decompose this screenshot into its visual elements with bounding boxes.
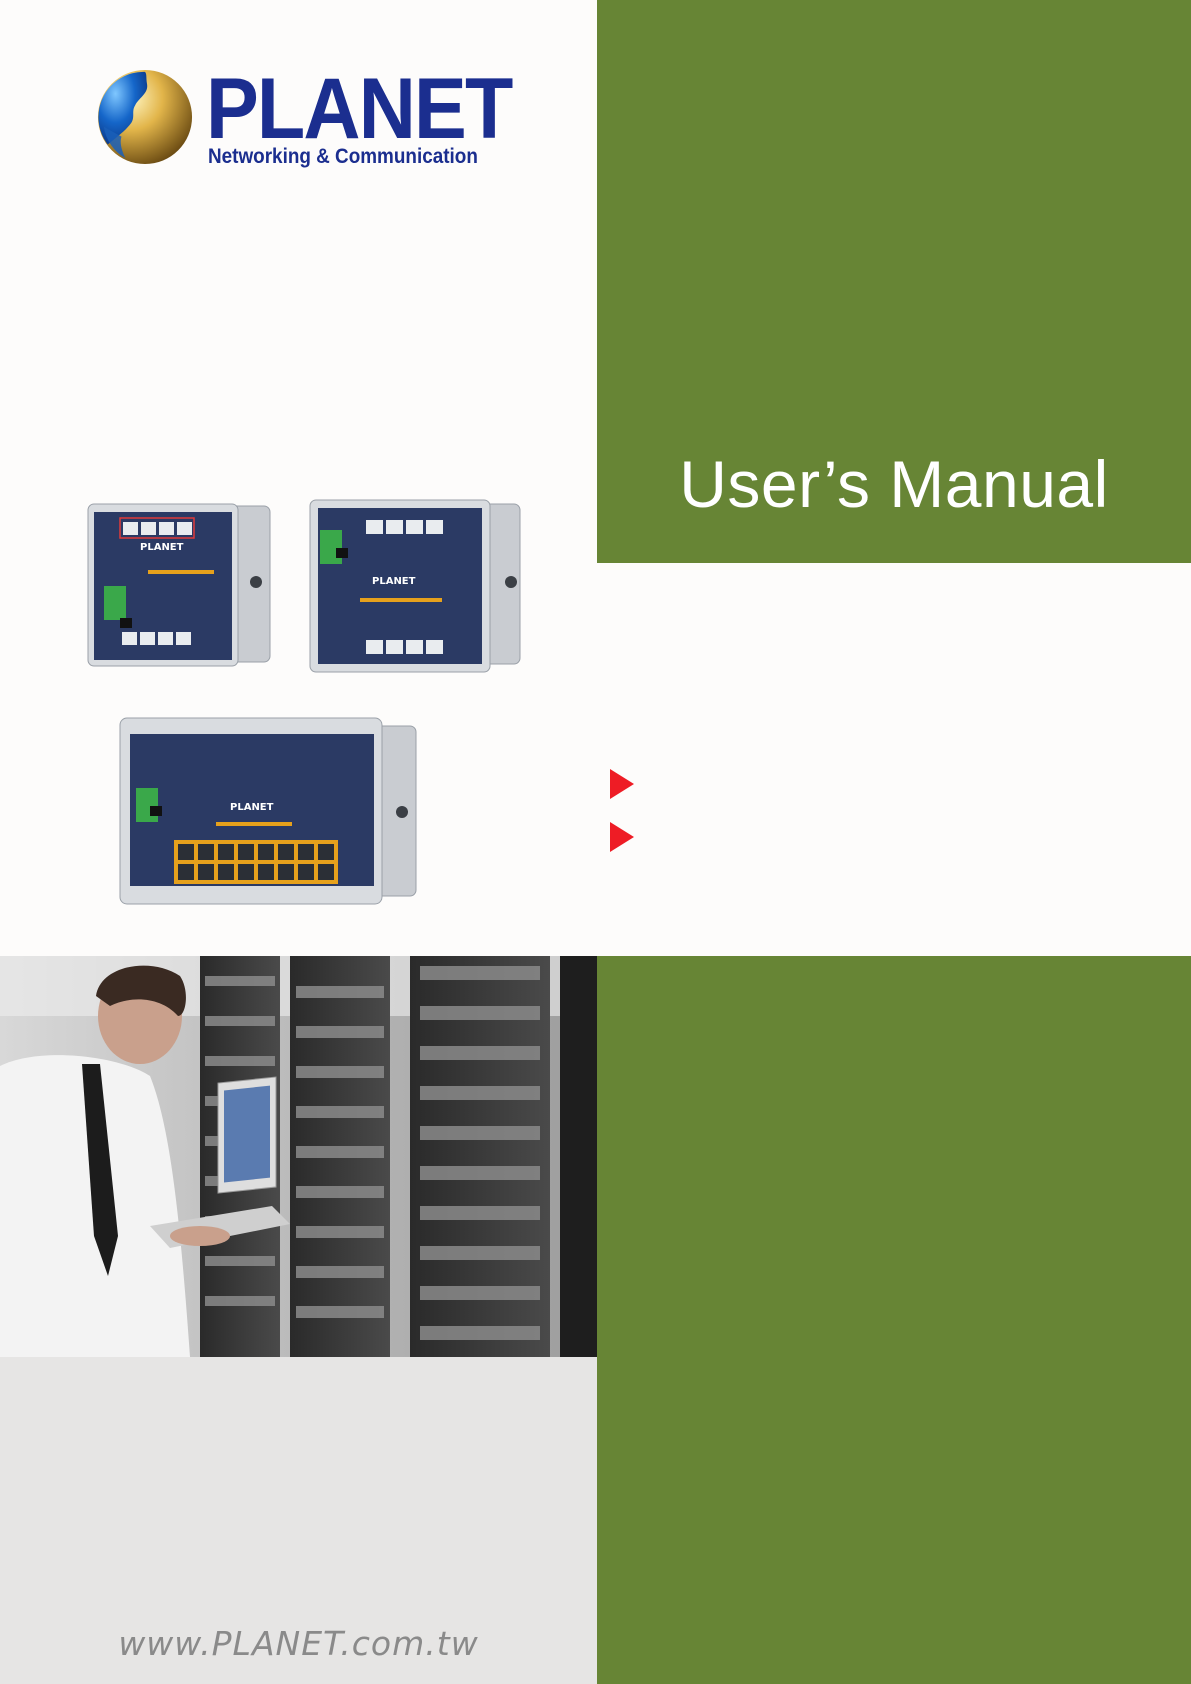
server-room-photo (0, 956, 597, 1357)
bullet-arrow-icon (610, 822, 634, 852)
product-logo-text: PLANET (230, 802, 274, 813)
product-image-switch-right: PLANET (308, 498, 522, 678)
logo-tagline: Networking & Communication (208, 144, 478, 170)
cover-green-panel-bottom (597, 956, 1191, 1684)
product-image-switch-16port: PLANET (118, 716, 418, 908)
bullet-arrow-icon (610, 769, 634, 799)
product-image-switch-left: PLANET (86, 500, 272, 670)
website-url: www.PLANET.com.tw (0, 1624, 597, 1664)
globe-logo-icon (96, 68, 194, 166)
product-logo-text: PLANET (140, 542, 184, 553)
planet-logo: PLANET Networking & Communication (96, 64, 496, 174)
logo-wordmark: PLANET (206, 64, 511, 154)
product-logo-text: PLANET (372, 576, 416, 587)
manual-title: User’s Manual (597, 446, 1191, 522)
